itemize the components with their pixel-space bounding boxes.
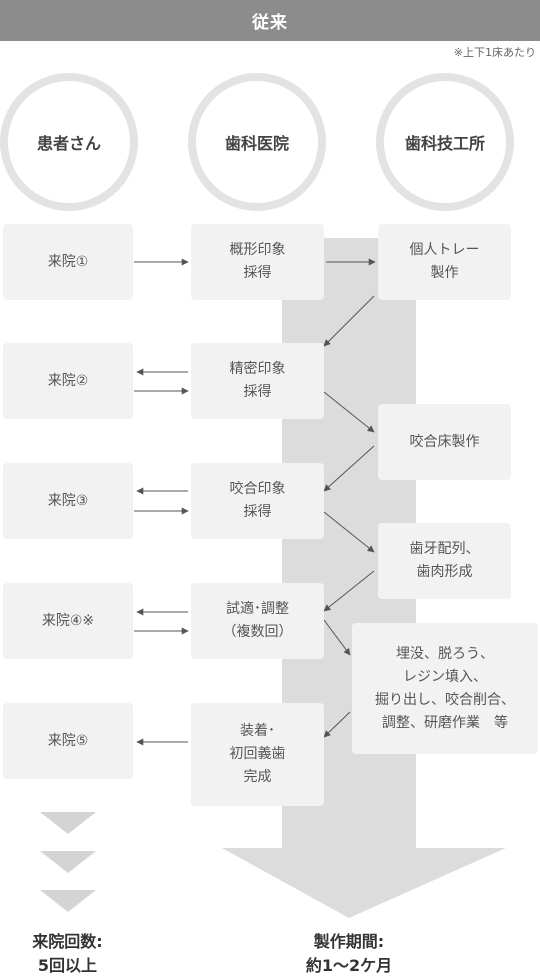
lab-step-bite-rim: 咬合床製作 (378, 404, 511, 480)
arrow-lab-processing-to-clinic (323, 711, 351, 738)
visit-chevron-2 (40, 851, 96, 873)
lab-step-processing: 埋没、脱ろう、 レジン填入、 掘り出し、咬合削合、 調整、研磨作業 等 (352, 623, 538, 754)
patient-visit-1: 来院① (3, 224, 133, 300)
arrow-clinic-to-lab-bite-rim (323, 391, 375, 433)
patient-visit-3: 来院③ (3, 463, 133, 539)
arrow-lab-arrangement-to-clinic (323, 570, 375, 612)
clinic-step-bite-registration: 咬合印象 採得 (191, 463, 324, 539)
header-bar: 従来 (0, 0, 540, 41)
footnote: ※上下1床あたり (453, 46, 536, 59)
header-title: 従来 (252, 13, 288, 33)
visit-chevron-1 (40, 812, 96, 834)
clinic-step-delivery: 装着･ 初回義歯 完成 (191, 703, 324, 806)
arrow-lab-bite-rim-to-clinic (323, 445, 375, 492)
column-lab-label: 歯科技工所 (404, 134, 485, 153)
lab-step-custom-tray: 個人トレー 製作 (378, 224, 511, 300)
column-clinic-label: 歯科医院 (224, 134, 289, 153)
arrow-clinic-to-lab-arrangement (323, 511, 375, 553)
column-lab: 歯科技工所 (376, 73, 514, 211)
lab-step-tooth-arrangement: 歯牙配列、 歯肉形成 (378, 523, 511, 599)
column-patient-label: 患者さん (36, 134, 101, 153)
column-patient: 患者さん (0, 73, 138, 211)
column-clinic: 歯科医院 (188, 73, 326, 211)
clinic-step-try-in: 試適･調整 （複数回） (191, 583, 324, 659)
arrow-lab-tray-to-clinic (323, 295, 375, 347)
patient-visit-2: 来院② (3, 343, 133, 419)
production-period-summary: 製作期間: 約1〜2ケ月 (305, 932, 393, 975)
visit-count-summary: 来院回数: 5回以上 (32, 932, 103, 975)
patient-visit-4: 来院④※ (3, 583, 133, 659)
clinic-step-final-impression: 精密印象 採得 (191, 343, 324, 419)
visit-chevron-3 (40, 890, 96, 912)
arrow-clinic-to-lab-processing (323, 619, 351, 656)
patient-visit-5: 来院⑤ (3, 703, 133, 779)
clinic-step-preliminary-impression: 概形印象 採得 (191, 224, 324, 300)
